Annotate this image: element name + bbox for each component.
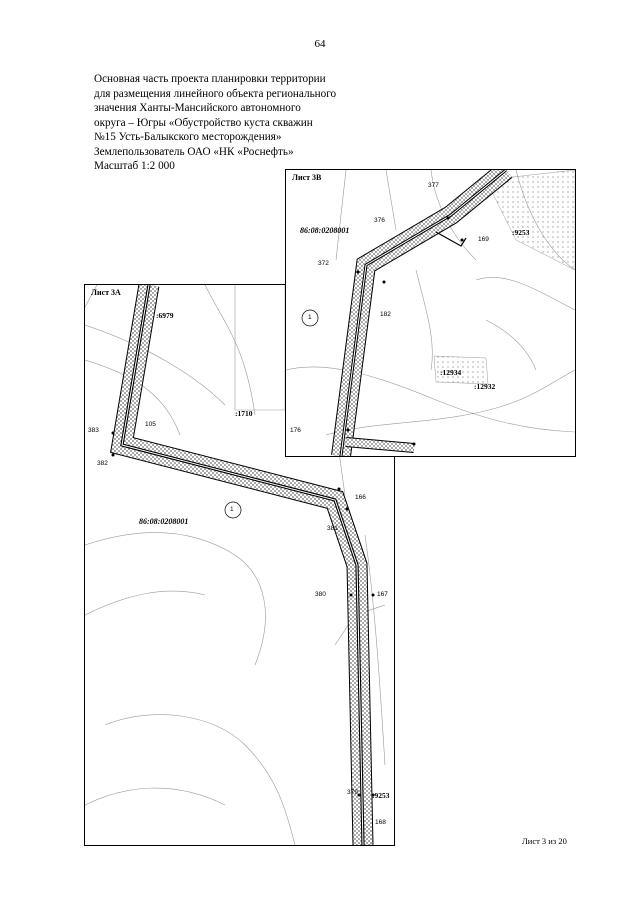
parcel-label: :1710: [235, 409, 253, 418]
point-label: 383: [88, 427, 99, 434]
point-label: 381: [327, 525, 338, 532]
point-label: 176: [290, 427, 301, 434]
topographic-lines: [286, 170, 575, 436]
cadastre-number: 86:08:0208001: [139, 517, 189, 526]
point-label: 166: [355, 494, 366, 501]
point-label: 182: [380, 311, 391, 318]
point-label: 380: [315, 591, 326, 598]
sheet-counter: Лист 3 из 20: [522, 836, 567, 846]
zone-marker-circle: [224, 501, 242, 519]
point-label: 379: [347, 789, 358, 796]
parcel-label: :9253: [512, 228, 530, 237]
point-label: 382: [97, 460, 108, 467]
zone-marker-label: 1: [308, 314, 312, 321]
zone-marker-circle: [301, 309, 319, 327]
point-label: 376: [374, 217, 385, 224]
parcel-label: :12934: [440, 368, 462, 377]
title-line: Основная часть проекта планировки террит…: [94, 73, 326, 85]
point-label: 167: [377, 591, 388, 598]
turning-points: [346, 216, 464, 446]
point-label: 169: [478, 236, 489, 243]
point-label: 377: [428, 182, 439, 189]
title-line: значения Ханты-Мансийского автономного: [94, 102, 301, 114]
map-sheet-3b-drawing: [286, 170, 575, 456]
title-line: для размещения линейного объекта региона…: [94, 87, 337, 100]
point-label: 372: [318, 260, 329, 267]
dotted-area: [433, 355, 489, 385]
map-sheet-3a: Лист 3А 86:08:0208001 :6979 :1710 :9253 …: [84, 284, 395, 846]
point-label: 168: [375, 819, 386, 826]
parcel-label: :9253: [372, 791, 390, 800]
title-line: округа – Югры «Обустройство куста скважи…: [94, 116, 313, 129]
cadastre-number: 86:08:0208001: [300, 226, 350, 235]
point-label: 105: [145, 421, 156, 428]
page-number: 64: [314, 38, 326, 50]
parcel-label: :12932: [474, 382, 496, 391]
zone-marker-label: 1: [230, 506, 234, 513]
scale-line: Масштаб 1:2 000: [94, 160, 175, 172]
title-line: №15 Усть-Балыкского месторождения»: [94, 131, 282, 143]
map-sheet-3b: Лист 3В 86:08:0208001 :9253 :12934 :1293…: [285, 169, 576, 457]
turning-points: [111, 431, 375, 797]
dotted-area: [485, 170, 575, 271]
title-line: Землепользователь ОАО «НК «Роснефть»: [94, 145, 294, 158]
title-block: Основная часть проекта планировки террит…: [94, 72, 374, 174]
sheet-label: Лист 3А: [91, 288, 121, 297]
sheet-label: Лист 3В: [292, 173, 322, 182]
parcel-label: :6979: [156, 311, 174, 320]
